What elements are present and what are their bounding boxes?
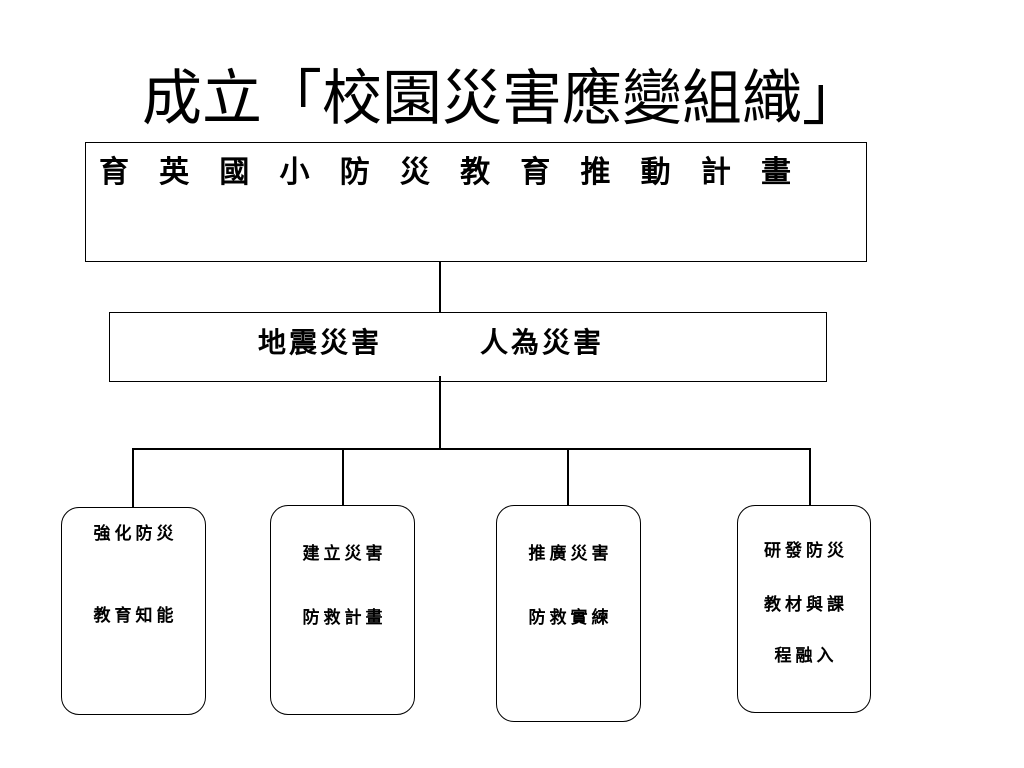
plan-box-label: 育 英 國 小 防 災 教 育 推 動 計 畫 [99,155,791,190]
branch-drop-line-3 [567,448,569,505]
branch-box-line: 強化防災 [93,524,178,544]
plan-box: 育 英 國 小 防 災 教 育 推 動 計 畫 [85,142,867,262]
branch-box-curriculum: 研發防災 教材與課 程融入 [737,505,871,713]
branch-box-line: 研發防災 [764,541,848,561]
connector-hazards-to-branches [439,376,441,449]
branch-box-line: 推廣災害 [528,544,613,564]
branch-drop-line-4 [809,448,811,505]
hazard-box: 地震災害 人為災害 [109,312,827,382]
branch-box-line: 教材與課 [764,595,848,615]
slide-title: 成立「校園災害應變組織」 [142,64,862,134]
hazard-label-human-made: 人為災害 [480,326,605,359]
hazard-label-earthquake: 地震災害 [258,326,383,359]
branch-box-rescue-plan: 建立災害 防救計畫 [270,505,415,715]
branch-box-line: 程融入 [774,646,838,666]
branch-box-line: 建立災害 [302,544,387,564]
connector-plan-to-hazards [439,262,441,312]
branch-box-education: 強化防災 教育知能 [61,507,206,715]
branch-box-line: 防救計畫 [302,608,387,628]
branch-bus-line [132,448,811,450]
branch-box-line: 教育知能 [93,606,178,626]
branch-box-drill: 推廣災害 防救實練 [496,505,641,722]
branch-drop-line-1 [132,448,134,507]
branch-drop-line-2 [342,448,344,505]
branch-box-line: 防救實練 [528,608,613,628]
